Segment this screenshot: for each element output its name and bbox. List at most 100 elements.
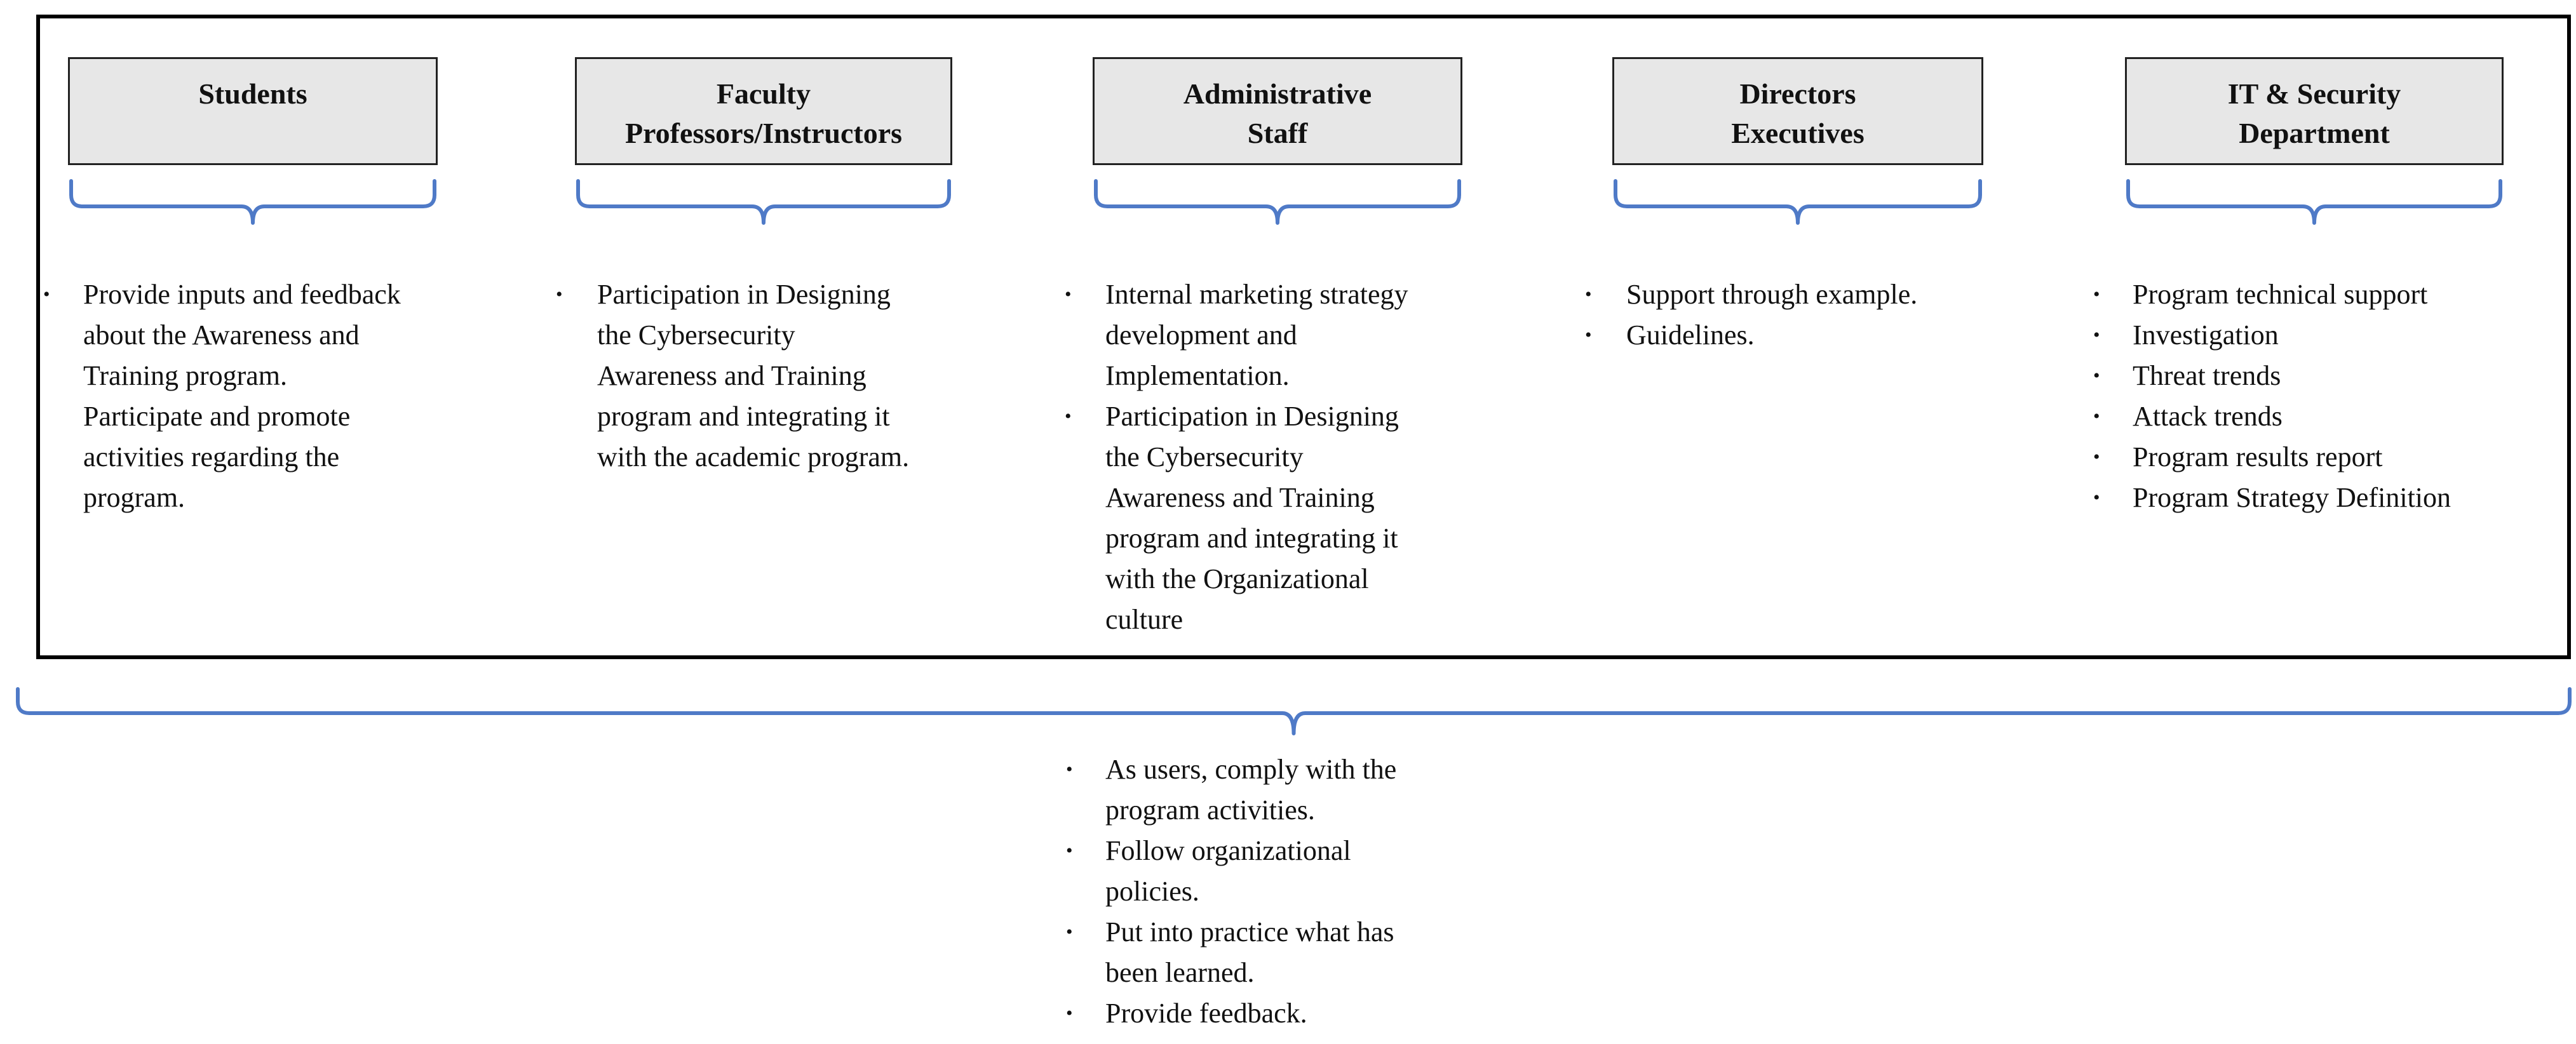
responsibility-item: • Attack trends [2093,396,2451,437]
responsibility-text: development and [1105,319,1297,351]
responsibility-list: • Participation in Designing the Cybersecu… [556,274,910,478]
responsibility-text: culture [1105,604,1183,635]
bullet-icon: • [2093,365,2100,386]
shared-responsibility-text: Follow organizational [1105,835,1351,866]
responsibility-item: • Provide inputs and feedback about the Aw… [43,274,401,396]
responsibility-text: Provide inputs and feedback [83,279,401,310]
bullet-icon: • [43,284,50,305]
role-responsibilities-4: • Support through example. • Guidelines. [1585,274,1918,356]
responsibility-text: with the Organizational [1105,563,1369,594]
role-responsibilities-2: • Participation in Designing the Cybersecu… [556,274,910,478]
responsibility-item: • Program results report [2093,437,2451,478]
role-title-line: IT & Security [2227,77,2401,110]
bullet-icon: • [1585,325,1592,345]
responsibility-text: Program technical support [2133,279,2428,310]
responsibility-item: • Participation in Designing the Cybersecu… [1065,396,1408,640]
shared-responsibility-item: • Put into practice what has been learned. [1066,912,1396,993]
responsibility-text: activities regarding the [83,441,340,472]
responsibility-text: Guidelines. [1626,319,1755,351]
bullet-icon: • [2093,446,2100,467]
responsibility-text: the Cybersecurity [597,319,795,351]
bullet-icon: • [1065,284,1072,305]
responsibility-text: Training program. [83,360,288,391]
responsibility-text: Awareness and Training [1105,482,1375,513]
responsibility-text: Implementation. [1105,360,1290,391]
role-title-line: Directors [1739,77,1856,110]
role-title: Students [198,74,307,114]
bullet-icon: • [1066,1003,1073,1024]
shared-responsibility-text: policies. [1105,876,1199,907]
responsibility-text: Support through example. [1626,279,1918,310]
role-box-1: Students [68,57,438,165]
diagram-frame [36,15,2571,659]
bullet-icon: • [1066,921,1073,942]
shared-responsibility-text: been learned. [1105,957,1255,988]
responsibility-text: Awareness and Training [597,360,867,391]
bullet-icon: • [1066,759,1073,780]
shared-responsibilities-list: • As users, comply with the program activi… [1066,749,1397,1034]
bullet-icon: • [2093,406,2100,427]
responsibility-text: program and integrating it [597,401,890,432]
responsibility-text: Program Strategy Definition [2133,482,2451,513]
responsibility-item: Participate and promote activities regard… [83,396,401,518]
bullet-icon: • [2093,325,2100,345]
role-responsibilities-3: • Internal marketing strategy development … [1065,274,1408,640]
bullet-icon: • [1066,840,1073,861]
shared-responsibility-text: Put into practice what has [1105,916,1394,947]
role-title-line: Administrative [1183,77,1372,110]
bullet-icon: • [2093,487,2100,508]
responsibility-list: • Internal marketing strategy development … [1065,274,1408,640]
responsibility-item: • Support through example. [1585,274,1918,315]
responsibility-list: • Provide inputs and feedback about the Aw… [43,274,401,518]
responsibility-text: Internal marketing strategy [1105,279,1408,310]
responsibility-text: Attack trends [2133,401,2283,432]
shared-responsibility-text: As users, comply with the [1105,754,1397,785]
bullet-icon: • [1065,406,1072,427]
responsibility-text: with the academic program. [597,441,910,472]
responsibility-text: Participation in Designing [597,279,891,310]
responsibility-text: Participate and promote [83,401,351,432]
responsibility-item: • Guidelines. [1585,315,1917,356]
responsibility-list: • Program technical support • Investigation… [2093,274,2451,518]
role-title-line: Faculty [716,77,811,110]
responsibility-text: Program results report [2133,441,2383,472]
responsibility-text: Participation in Designing [1105,401,1399,432]
bullet-icon: • [2093,284,2100,305]
all-roles-brace [16,687,2572,735]
responsibility-item: • Program Strategy Definition [2093,478,2451,518]
responsibility-text: program. [83,482,185,513]
responsibility-text: Threat trends [2133,360,2281,391]
responsibility-item: • Participation in Designing the Cybersecu… [556,274,910,478]
responsibility-text: the Cybersecurity [1105,441,1304,472]
role-title-line: Professors/Instructors [624,117,903,149]
shared-responsibilities: • As users, comply with the program activi… [1066,749,1397,1034]
bullet-icon: • [1585,284,1592,305]
responsibility-item: • Internal marketing strategy development … [1065,274,1408,396]
responsibility-text: Investigation [2133,319,2279,351]
role-title-line: Students [198,77,307,110]
shared-responsibility-text: program activities. [1105,794,1315,826]
responsibility-list: • Support through example. • Guidelines. [1585,274,1918,356]
shared-responsibility-text: Provide feedback. [1105,998,1307,1029]
responsibility-item: • Threat trends [2093,356,2451,396]
shared-responsibility-item: • As users, comply with the program activi… [1066,749,1397,831]
role-responsibilities-5: • Program technical support • Investigation… [2093,274,2451,518]
bullet-icon: • [556,284,563,305]
role-title-line: Executives [1731,117,1865,149]
shared-responsibility-item: • Provide feedback. [1066,993,1396,1034]
responsibility-item: • Investigation [2093,315,2451,356]
role-responsibilities-1: • Provide inputs and feedback about the Aw… [43,274,401,518]
role-title-line: Department [2239,117,2390,149]
responsibility-text: program and integrating it [1105,523,1398,554]
shared-responsibility-item: • Follow organizational policies. [1066,831,1396,912]
role-title-line: Staff [1247,117,1308,149]
responsibility-text: about the Awareness and [83,319,360,351]
